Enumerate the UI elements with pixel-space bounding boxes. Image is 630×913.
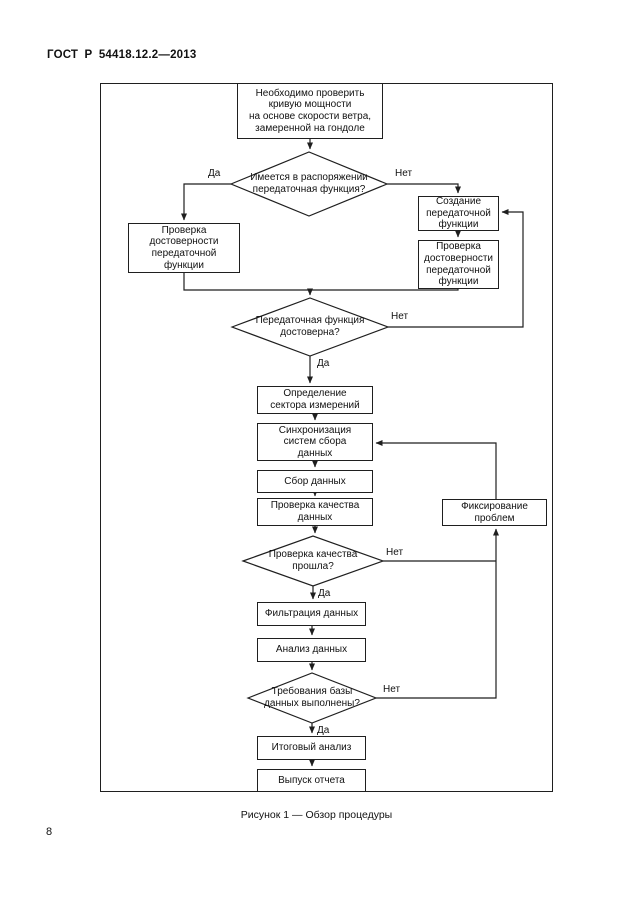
box-measurement-sector: Определение сектора измерений bbox=[257, 386, 373, 414]
box-verify-transfer-function-right: Проверка достоверности передаточной функ… bbox=[418, 240, 499, 289]
decision-has-transfer-function-label: Имеется в распоряжении передаточная функ… bbox=[250, 172, 368, 195]
box-create-transfer-function: Создание передаточной функции bbox=[418, 196, 499, 231]
box-final-analysis: Итоговый анализ bbox=[257, 736, 366, 760]
box-data-filtering: Фильтрация данных bbox=[257, 602, 366, 626]
document-header: ГОСТ Р 54418.12.2—2013 bbox=[47, 49, 197, 61]
page-number: 8 bbox=[46, 826, 53, 838]
box-data-quality-check: Проверка качества данных bbox=[257, 498, 373, 526]
start-box: Необходимо проверить кривую мощности на … bbox=[237, 83, 383, 139]
box-problem-fixing: Фиксирование проблем bbox=[442, 499, 547, 526]
box-verify-transfer-function-left: Проверка достоверности передаточной функ… bbox=[128, 223, 240, 273]
d3-no-label: Нет bbox=[386, 547, 404, 558]
d4-yes-label: Да bbox=[317, 725, 330, 736]
figure-caption: Рисунок 1 — Обзор процедуры bbox=[240, 809, 393, 821]
box-data-collection: Сбор данных bbox=[257, 470, 373, 493]
box-data-sync: Синхронизация систем сбора данных bbox=[257, 423, 373, 461]
d4-no-label: Нет bbox=[383, 684, 401, 695]
d3-yes-label: Да bbox=[318, 588, 331, 599]
decision-database-requirements-label: Требования базы данных выполнены? bbox=[264, 686, 360, 709]
box-report-release: Выпуск отчета bbox=[257, 769, 366, 792]
d1-no-label: Нет bbox=[395, 168, 413, 179]
box-data-analysis: Анализ данных bbox=[257, 638, 366, 662]
d1-yes-label: Да bbox=[208, 168, 221, 179]
decision-transfer-function-valid-label: Передаточная функция достоверна? bbox=[255, 315, 365, 338]
d2-no-label: Нет bbox=[391, 311, 409, 322]
decision-quality-passed-label: Проверка качества прошла? bbox=[268, 549, 358, 572]
d2-yes-label: Да bbox=[317, 358, 330, 369]
